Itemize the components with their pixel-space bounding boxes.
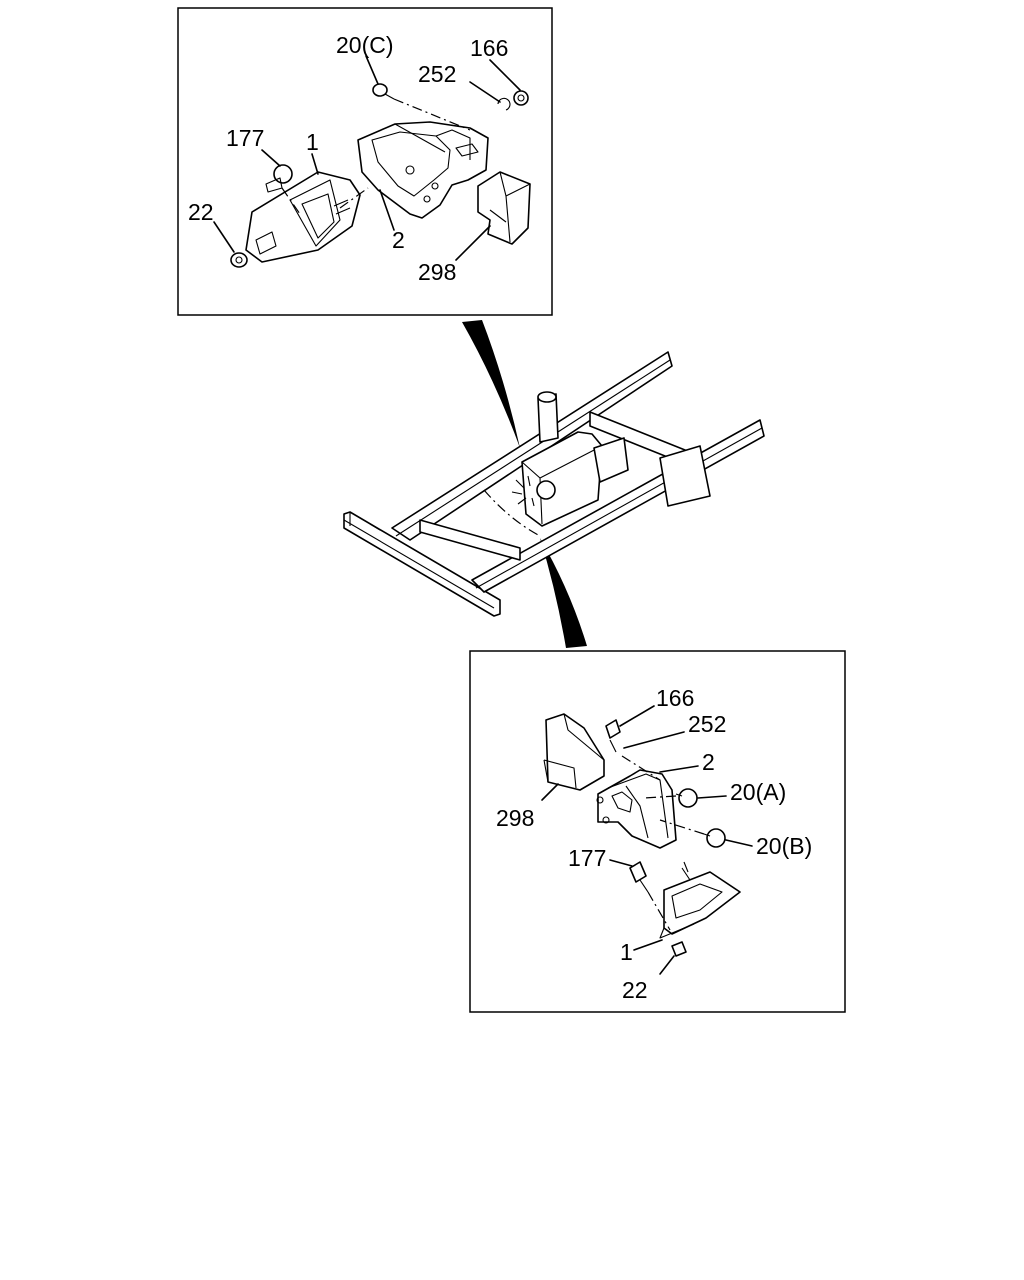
callout-top-1: 1 — [306, 129, 319, 155]
top-inset-frame — [177, 7, 553, 316]
bottom-leaders — [541, 705, 753, 975]
callout-bottom-20A: 20(A) — [730, 779, 786, 805]
callout-bottom-22: 22 — [622, 977, 648, 1003]
bottom-hardware — [605, 719, 726, 957]
callout-bottom-252: 252 — [688, 711, 726, 737]
callout-bottom-1: 1 — [620, 939, 633, 965]
callout-bottom-166: 166 — [656, 685, 694, 711]
callout-bottom-2: 2 — [702, 749, 715, 775]
top-mount-part-1 — [245, 171, 361, 263]
callout-top-166: 166 — [470, 35, 508, 61]
callout-bottom-177: 177 — [568, 845, 606, 871]
callout-bottom-298: 298 — [496, 805, 534, 831]
callout-bottom-20B: 20(B) — [756, 833, 812, 859]
callout-top-2: 2 — [392, 227, 405, 253]
callout-top-252: 252 — [418, 61, 456, 87]
bottom-inset-frame — [469, 650, 846, 1013]
top-cover-part-298 — [477, 171, 531, 245]
callout-top-177: 177 — [226, 125, 264, 151]
bottom-bracket-part-2 — [596, 769, 677, 849]
callout-top-22: 22 — [188, 199, 214, 225]
callout-top-20C: 20(C) — [336, 32, 394, 58]
bottom-pointer-wedge — [540, 538, 587, 648]
top-bracket-part-2 — [357, 121, 489, 219]
chassis-frame — [343, 351, 765, 617]
callout-top-298: 298 — [418, 259, 456, 285]
top-inset: 20(C) 166 252 177 1 22 2 298 — [177, 7, 553, 316]
top-leaders — [213, 55, 521, 261]
bottom-mount-part-1 — [659, 861, 741, 939]
top-pointer-wedge — [462, 320, 520, 448]
bottom-cover-part-298 — [543, 713, 605, 791]
bottom-inset: 166 252 2 20(A) 298 20(B) 177 1 22 — [469, 650, 846, 1013]
